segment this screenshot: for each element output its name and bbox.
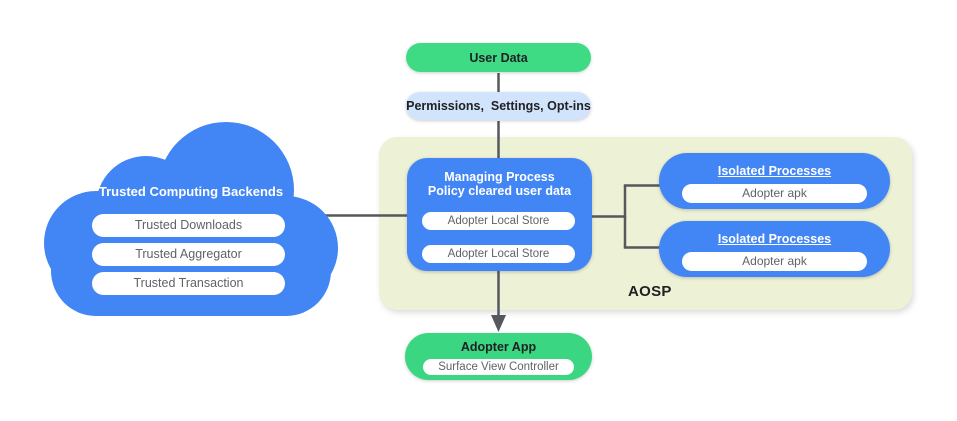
- managing-process-title-line1: Managing Process: [444, 170, 555, 184]
- aosp-label: AOSP: [628, 283, 672, 300]
- user-data-node: User Data: [406, 43, 591, 72]
- trusted-computing-backends-node: Trusted Computing Backends Trusted Downl…: [41, 118, 341, 323]
- isolated-processes-node-2: Isolated Processes Adopter apk: [659, 221, 890, 277]
- managing-process-title: Managing Process Policy cleared user dat…: [407, 158, 592, 198]
- adopter-app-node: Adopter App Surface View Controller: [405, 333, 592, 380]
- cloud-title: Trusted Computing Backends: [98, 184, 284, 199]
- isolated-processes-node-1: Isolated Processes Adopter apk: [659, 153, 890, 209]
- permissions-settings-optins-node: Permissions, Settings, Opt-ins: [406, 92, 591, 120]
- adopter-apk-pill-1: Adopter apk: [682, 184, 867, 203]
- arrowhead-down-icon: [491, 315, 506, 332]
- surface-view-controller-pill: Surface View Controller: [423, 358, 574, 375]
- trusted-transaction-pill: Trusted Transaction: [92, 272, 285, 295]
- adopter-local-store-pill-1: Adopter Local Store: [422, 212, 575, 230]
- isolated-processes-title-2: Isolated Processes: [717, 232, 832, 246]
- managing-process-title-line2: Policy cleared user data: [427, 184, 572, 198]
- adopter-apk-pill-2: Adopter apk: [682, 252, 867, 271]
- isolated-processes-title-1: Isolated Processes: [717, 164, 832, 178]
- trusted-downloads-pill: Trusted Downloads: [92, 214, 285, 237]
- adopter-local-store-pill-2: Adopter Local Store: [422, 245, 575, 263]
- trusted-aggregator-pill: Trusted Aggregator: [92, 243, 285, 266]
- adopter-app-title: Adopter App: [460, 340, 537, 354]
- managing-process-node: Managing Process Policy cleared user dat…: [407, 158, 592, 271]
